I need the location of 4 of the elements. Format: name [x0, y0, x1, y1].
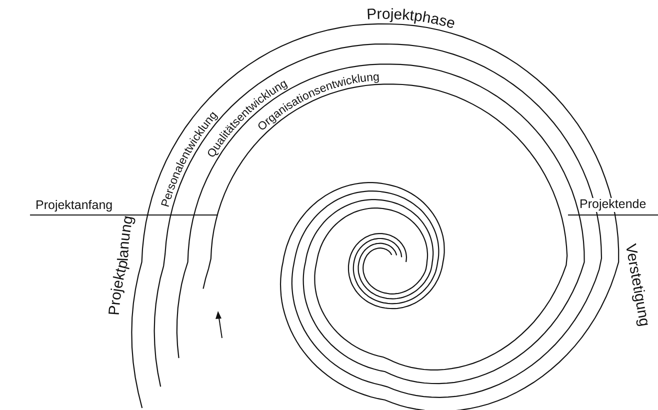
milestone-label: Projektende — [580, 198, 646, 212]
phase-heading: Projektphase — [366, 6, 458, 32]
phase-label: Verstetigung — [620, 242, 652, 328]
milestone-label: Projektanfang — [36, 199, 113, 213]
